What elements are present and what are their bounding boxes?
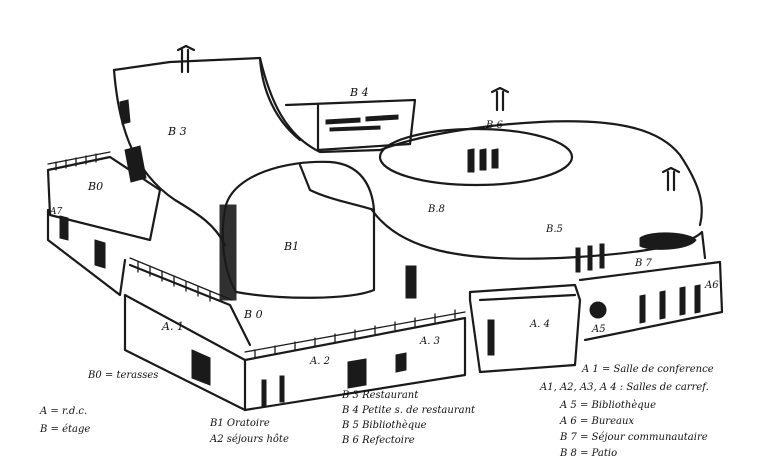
label-a1: A. 1 <box>161 320 184 333</box>
legend-right-item: A1, A2, A3, A 4 : Salles de carref. <box>539 382 709 393</box>
legend-mid-item: B1 Oratoire <box>209 418 270 429</box>
label-b7: B 7 <box>634 258 653 269</box>
legend-right-item: B 7 = Séjour communautaire <box>559 432 708 443</box>
label-a7: A7 <box>49 207 62 217</box>
label-a2: A. 2 <box>309 356 330 367</box>
label-a6: A6 <box>704 280 719 291</box>
label-a3: A. 3 <box>419 336 440 347</box>
label-b0-left: B0 <box>87 180 103 193</box>
legend-right-item: A 5 = Bibliothèque <box>559 400 656 411</box>
legend-right-item: A 6 = Bureaux <box>559 416 634 427</box>
legend-mid-item: B 6 Refectoire <box>341 435 415 446</box>
legend-mid-item: B 4 Petite s. de restaurant <box>341 405 476 416</box>
legend-right-item: B 8 = Patio <box>559 448 617 459</box>
legend-a-rdc: A = r.d.c. <box>39 406 87 417</box>
label-b0-bottom: B 0 <box>243 308 263 321</box>
label-a4: A. 4 <box>529 319 550 330</box>
legend-terraces: B0 = terasses <box>87 370 158 381</box>
legend-mid-item: A2 séjours hôte <box>209 434 289 445</box>
label-b4: B 4 <box>349 86 369 99</box>
label-b6: B 6 <box>485 120 504 131</box>
legend-right: A 1 = Salle de conference A1, A2, A3, A … <box>539 364 714 459</box>
legend-right-item: A 1 = Salle de conference <box>581 364 714 375</box>
label-a5: A5 <box>591 324 606 335</box>
legend-b-etage: B = étage <box>39 424 90 435</box>
legend-mid-item: B 3 Restaurant <box>341 390 419 401</box>
label-b1: B1 <box>283 240 299 253</box>
building-drawing <box>46 44 724 412</box>
label-b8: B.8 <box>427 204 445 215</box>
zone-labels: B 4 B 3 B 6 B0 A7 B1 B.8 B.5 B 7 B 0 A. … <box>49 86 719 367</box>
legend-left: B0 = terasses A = r.d.c. B = étage <box>39 370 158 435</box>
label-b3: B 3 <box>167 125 187 138</box>
legend-middle: B1 Oratoire A2 séjours hôte B 3 Restaura… <box>209 390 476 446</box>
legend-mid-item: B 5 Bibliothèque <box>341 420 427 431</box>
label-b5: B.5 <box>545 224 563 235</box>
